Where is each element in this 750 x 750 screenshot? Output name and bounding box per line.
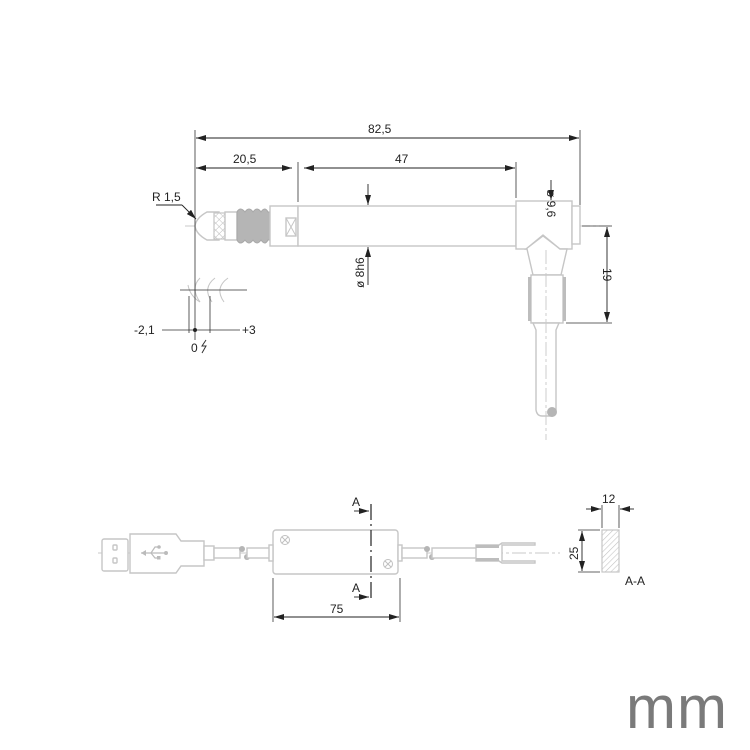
- section-view-a-a: [578, 505, 634, 573]
- overall-length-label: 82,5: [368, 122, 392, 136]
- shaft-length-label: 47: [395, 152, 409, 166]
- section-view-label: A-A: [625, 574, 645, 588]
- probe-body: [185, 200, 610, 440]
- probe-cable-connector: [401, 542, 536, 564]
- tip-radius-label: R 1,5: [152, 190, 181, 204]
- cable-exit-height-label: 19: [600, 268, 614, 282]
- section-marker-bottom: A: [352, 581, 360, 595]
- tip-radius-leader: [156, 204, 197, 220]
- section-marker-top: A: [352, 495, 360, 509]
- interface-module: [268, 504, 403, 602]
- stroke-max-label: +3: [242, 323, 256, 337]
- dimension-overall-length: [194, 130, 581, 260]
- tip-length-label: 20,5: [233, 152, 257, 166]
- stroke-min-label: -2,1: [134, 323, 155, 337]
- units-label: mm: [626, 674, 728, 741]
- dimension-tip-and-shaft: [196, 162, 517, 202]
- dimension-module-length: [272, 578, 401, 622]
- usb-connector: [98, 533, 560, 574]
- stroke-zero-label: 0: [191, 341, 198, 355]
- module-length-label: 75: [330, 602, 344, 616]
- section-height-label: 25: [567, 546, 581, 560]
- section-width-label: 12: [602, 492, 616, 506]
- stroke-indicator: [162, 260, 247, 354]
- dimension-cable-exit-height: [566, 225, 612, 324]
- shaft-diameter-label: ø 8h6: [353, 257, 367, 288]
- housing-diameter-label: ø 9,6: [544, 190, 558, 218]
